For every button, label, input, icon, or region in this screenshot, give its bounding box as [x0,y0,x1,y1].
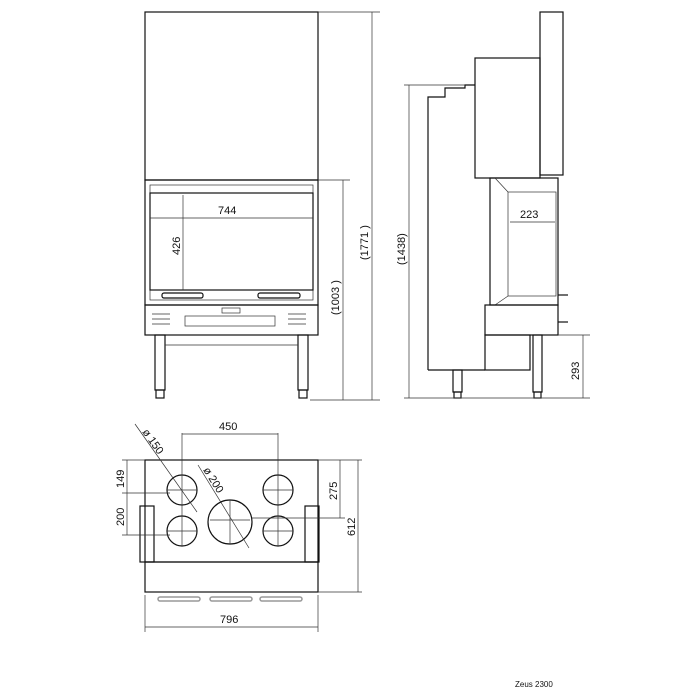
dim-612: 612 [346,518,358,536]
dim-426: 426 [171,237,183,255]
leg-left [154,334,166,391]
firebox-side [489,177,559,306]
dim-1438: (1438) [396,233,408,265]
dim-200: 200 [115,508,127,526]
dim-275: 275 [328,482,340,500]
dim-149: 149 [115,470,127,488]
top-view: 450 ø 150 ø 200 149 200 275 612 796 [115,421,362,632]
side-view: 223 (1438) 293 [396,11,590,399]
glass-door [149,192,314,291]
hood-side [474,57,541,179]
dim-1771: (1771 ) [359,225,371,260]
convection-hood [144,11,319,181]
dim-293: 293 [570,362,582,380]
dim-diameter-200: ø 200 [200,465,225,495]
dim-1003: (1003 ) [330,280,342,315]
handle-right [257,292,301,299]
front-view: 744 426 (1003 ) (1771 ) [144,11,380,401]
handle-left [161,292,204,299]
dim-796: 796 [220,614,238,626]
leg-right [297,334,309,391]
air-control-panel [144,304,319,336]
dim-744: 744 [218,205,236,217]
dim-223: 223 [520,209,538,221]
back-panel [539,11,564,176]
model-label: Zeus 2300 [515,680,553,689]
dim-diameter-150: ø 150 [140,427,166,457]
dim-450: 450 [219,421,237,433]
control-box-side [484,304,559,336]
